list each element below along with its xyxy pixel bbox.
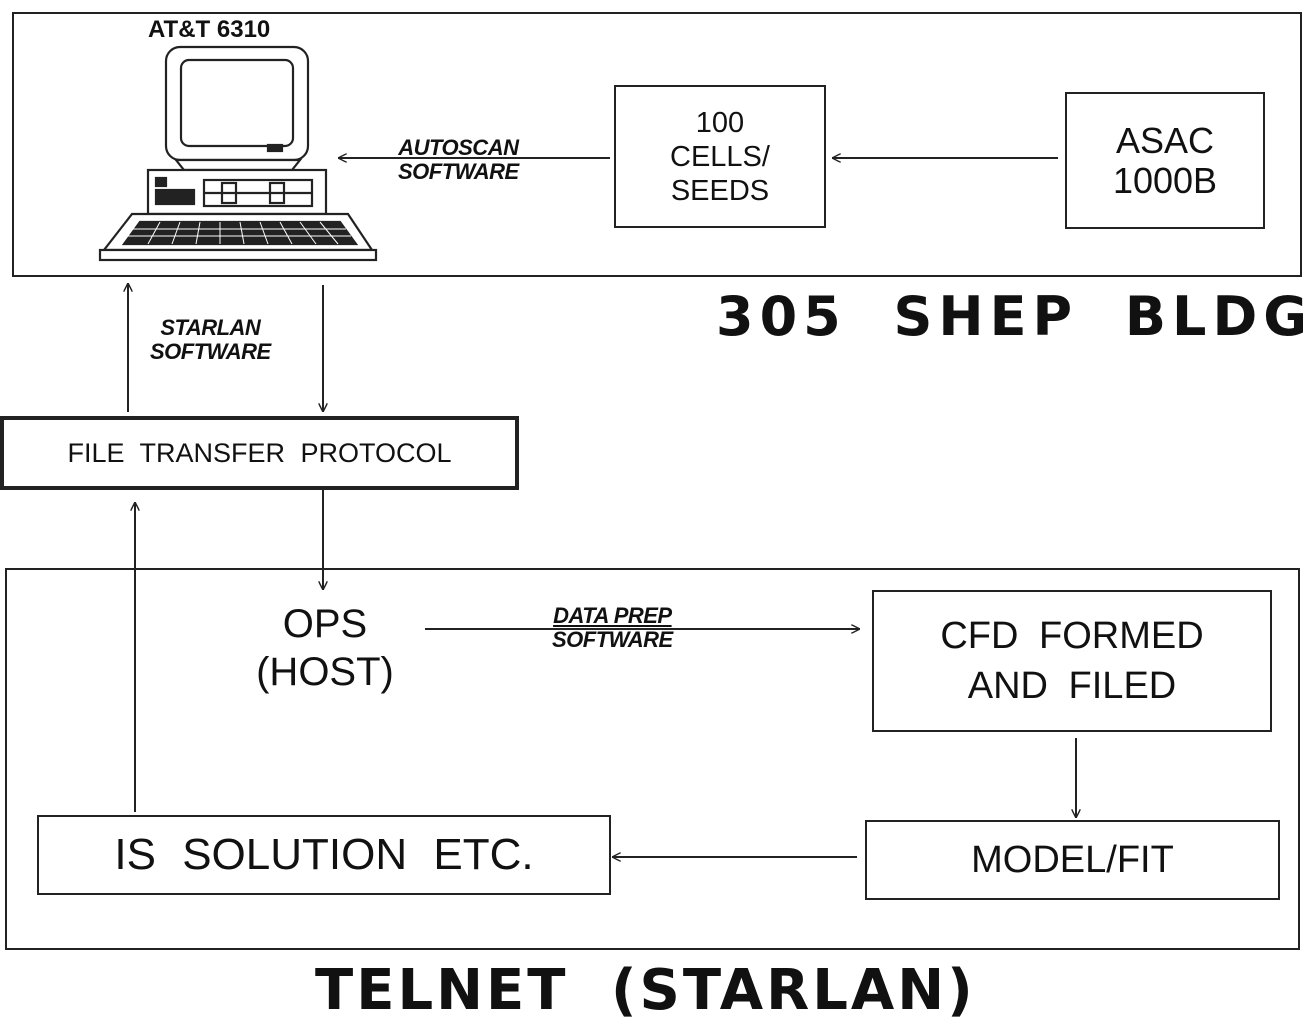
cfd-line-1: CFD FORMED xyxy=(940,611,1203,661)
ftp-label: FILE TRANSFER PROTOCOL xyxy=(67,438,451,469)
model-fit-box: MODEL/FIT xyxy=(865,820,1280,900)
ops-line-1: OPS xyxy=(228,600,422,648)
cfd-line-2: AND FILED xyxy=(968,661,1176,711)
ops-host-node: OPS (HOST) xyxy=(228,600,422,696)
autoscan-line-2: SOFTWARE xyxy=(398,160,519,184)
file-transfer-protocol-box: FILE TRANSFER PROTOCOL xyxy=(0,416,519,490)
asac-1000b-box: ASAC 1000B xyxy=(1065,92,1265,229)
data-prep-software-label: DATA PREP SOFTWARE xyxy=(552,604,673,652)
cells-line-1: 100 xyxy=(696,106,744,140)
shep-bldg-title: 305 SHEP BLDG xyxy=(716,290,1303,344)
is-solution-box: IS SOLUTION ETC. xyxy=(37,815,611,895)
cells-line-3: SEEDS xyxy=(671,174,769,208)
asac-line-1: ASAC xyxy=(1116,121,1214,161)
autoscan-line-1: AUTOSCAN xyxy=(398,136,519,160)
starlan-line-2: SOFTWARE xyxy=(150,340,271,364)
model-fit-label: MODEL/FIT xyxy=(971,839,1174,882)
data-prep-line-2: SOFTWARE xyxy=(552,628,673,652)
cfd-formed-filed-box: CFD FORMED AND FILED xyxy=(872,590,1272,732)
ops-line-2: (HOST) xyxy=(228,648,422,696)
is-solution-label: IS SOLUTION ETC. xyxy=(114,830,533,880)
autoscan-software-label: AUTOSCAN SOFTWARE xyxy=(398,136,519,184)
computer-icon xyxy=(100,47,376,260)
cells-line-2: CELLS/ xyxy=(670,140,770,174)
asac-line-2: 1000B xyxy=(1113,161,1217,201)
starlan-software-label: STARLAN SOFTWARE xyxy=(150,316,271,364)
starlan-line-1: STARLAN xyxy=(150,316,271,340)
telnet-title: TELNET (STARLAN) xyxy=(315,963,976,1019)
data-prep-line-1: DATA PREP xyxy=(552,604,673,628)
cells-seeds-box: 100 CELLS/ SEEDS xyxy=(614,85,826,228)
computer-label: AT&T 6310 xyxy=(148,18,270,42)
